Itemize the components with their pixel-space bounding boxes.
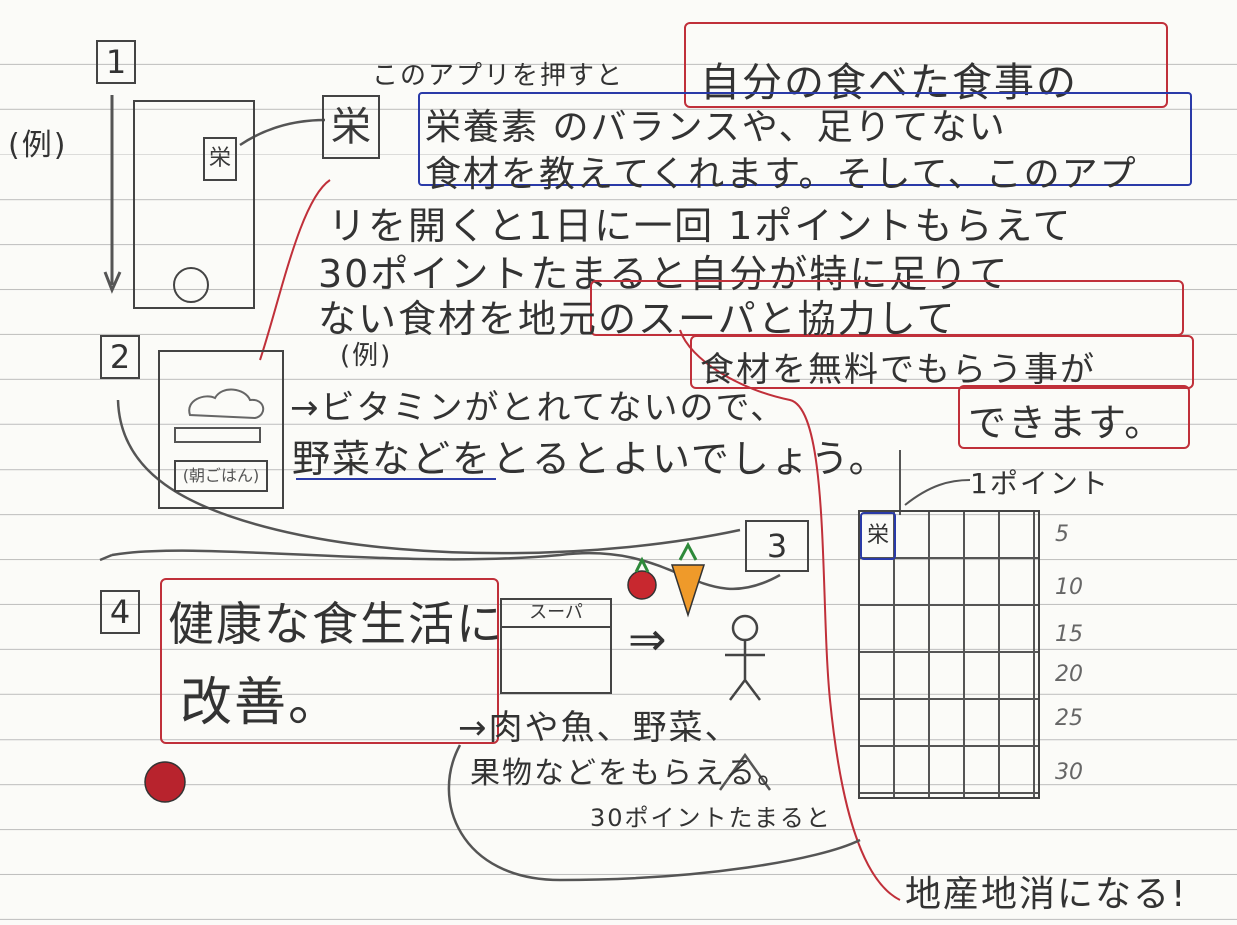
highlight-box xyxy=(690,335,1194,389)
text-line-5: 30ポイントたまると自分が特に足りて xyxy=(318,252,1010,296)
arrow-icon: ⇒ xyxy=(628,612,669,666)
phone-app-icon: 栄 xyxy=(203,137,237,181)
text-line-8: できます。 xyxy=(968,401,1165,445)
conclusion-text: 地産地消になる! xyxy=(905,874,1188,915)
tick-label: 25 xyxy=(1055,706,1083,731)
receive-line-2: 果物などをもらえる。 xyxy=(470,756,790,791)
example-label: (例) xyxy=(8,128,68,163)
tick-label: 20 xyxy=(1055,662,1083,687)
meal-card-caption: (朝ごはん) xyxy=(174,460,268,492)
tick-label: 15 xyxy=(1055,622,1083,647)
tick-label: 5 xyxy=(1055,522,1069,547)
example2-label: (例) xyxy=(340,341,393,371)
text-line-1a: このアプリを押すと xyxy=(372,61,625,91)
highlight-box xyxy=(684,22,1168,108)
supermarket-sign: スーパ xyxy=(502,600,610,628)
text-line-4: リを開くと1日に一回 1ポイントもらえて xyxy=(328,204,1073,248)
section4-line-2: 改善。 xyxy=(180,673,343,733)
supermarket-sketch: スーパ xyxy=(500,598,612,694)
section-number-2: 2 xyxy=(100,335,140,379)
tick-label: 30 xyxy=(1055,760,1083,785)
section-number-1: 1 xyxy=(96,40,136,84)
tick-label: 10 xyxy=(1055,575,1083,600)
text-line-2: 栄養素 のバランスや、足りてない xyxy=(425,107,1007,148)
meal-card: (朝ごはん) xyxy=(158,350,284,509)
highlight-box-blue xyxy=(418,92,1192,186)
section4-line-1: 健康な食生活に xyxy=(168,597,504,651)
receive-line-1: →肉や魚、野菜、 xyxy=(458,708,741,748)
receive-line-3: 30ポイントたまると xyxy=(590,804,832,832)
text-line-1b: 自分の食べた食事の xyxy=(700,60,1078,106)
point-stamp: 栄 xyxy=(860,512,896,560)
section-number-3: 3 xyxy=(745,520,809,572)
text-line-3: 食材を教えてくれます。そして、このアプ xyxy=(425,154,1138,195)
point-card-grid xyxy=(858,510,1040,799)
underline xyxy=(296,478,496,480)
example2-line-2: 野菜などをとるとよいでしょう。 xyxy=(292,437,889,481)
home-button-icon xyxy=(173,267,209,303)
highlight-box xyxy=(958,385,1190,449)
section-number-4: 4 xyxy=(100,590,140,634)
eiyo-app-icon: 栄 xyxy=(322,95,380,159)
points-label: 1ポイント xyxy=(970,467,1110,500)
text-line-6: ない食材を地元のスーパと協力して xyxy=(318,297,957,341)
example2-line-1: →ビタミンがとれてないので、 xyxy=(290,388,787,428)
text-line-7: 食材を無料でもらう事が xyxy=(700,350,1096,390)
highlight-box xyxy=(160,578,499,744)
phone-sketch: 栄 xyxy=(133,100,255,309)
